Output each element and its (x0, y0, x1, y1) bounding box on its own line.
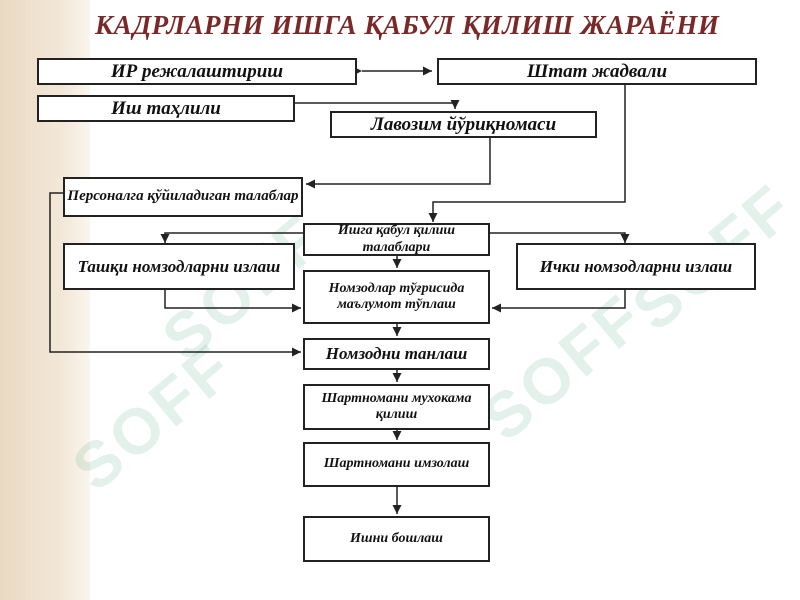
box-job-description: Лавозим йўриқномаси (330, 111, 597, 138)
box-contract-signing: Шартномани имзолаш (303, 442, 490, 487)
box-staff-schedule: Штат жадвали (437, 58, 757, 85)
box-external-search: Ташқи номзодларни излаш (63, 243, 295, 290)
box-collect-info: Номзодлар тўғрисида маълумот тўплаш (303, 270, 490, 324)
box-start-work: Ишни бошлаш (303, 516, 490, 562)
box-ir-planning: ИР режалаштириш (37, 58, 357, 85)
box-contract-discussion: Шартномани мухокама қилиш (303, 384, 490, 430)
box-job-analysis: Иш таҳлили (37, 95, 295, 122)
box-hiring-requirements: Ишга қабул қилиш талаблари (303, 223, 490, 256)
box-internal-search: Ички номзодларни излаш (516, 243, 756, 290)
box-candidate-selection: Номзодни танлаш (303, 338, 490, 370)
box-personnel-requirements: Персоналга қўйиладиган талаблар (63, 177, 303, 217)
page-title: КАДРЛАРНИ ИШГА ҚАБУЛ ҚИЛИШ ЖАРАЁНИ (95, 10, 720, 40)
